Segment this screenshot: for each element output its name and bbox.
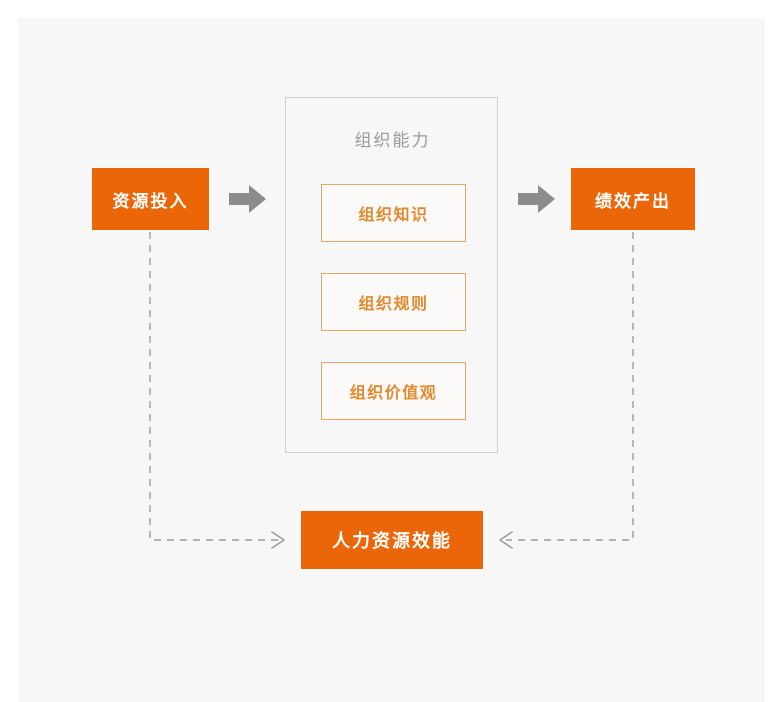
node-org-rules[interactable]: 组织规则 (321, 273, 466, 331)
node-hr-efficiency-label: 人力资源效能 (332, 531, 452, 551)
group-org-capability: 组织能力 组织知识 组织规则 组织价值观 (285, 97, 498, 453)
arrow-right-icon-capability-to-output (518, 184, 556, 214)
node-org-knowledge[interactable]: 组织知识 (321, 184, 466, 242)
node-performance-output[interactable]: 绩效产出 (571, 168, 695, 230)
node-org-values-label: 组织价值观 (349, 385, 438, 402)
arrow-right-icon-input-to-capability (229, 184, 267, 214)
node-resource-input-label: 资源投入 (112, 191, 189, 211)
node-hr-efficiency[interactable]: 人力资源效能 (301, 511, 483, 569)
group-title-label: 组织能力 (354, 131, 431, 150)
node-org-knowledge-label: 组织知识 (358, 207, 429, 224)
node-performance-output-label: 绩效产出 (595, 191, 671, 211)
node-resource-input[interactable]: 资源投入 (92, 168, 209, 230)
node-org-rules-label: 组织规则 (358, 296, 429, 313)
node-org-values[interactable]: 组织价值观 (321, 362, 466, 420)
